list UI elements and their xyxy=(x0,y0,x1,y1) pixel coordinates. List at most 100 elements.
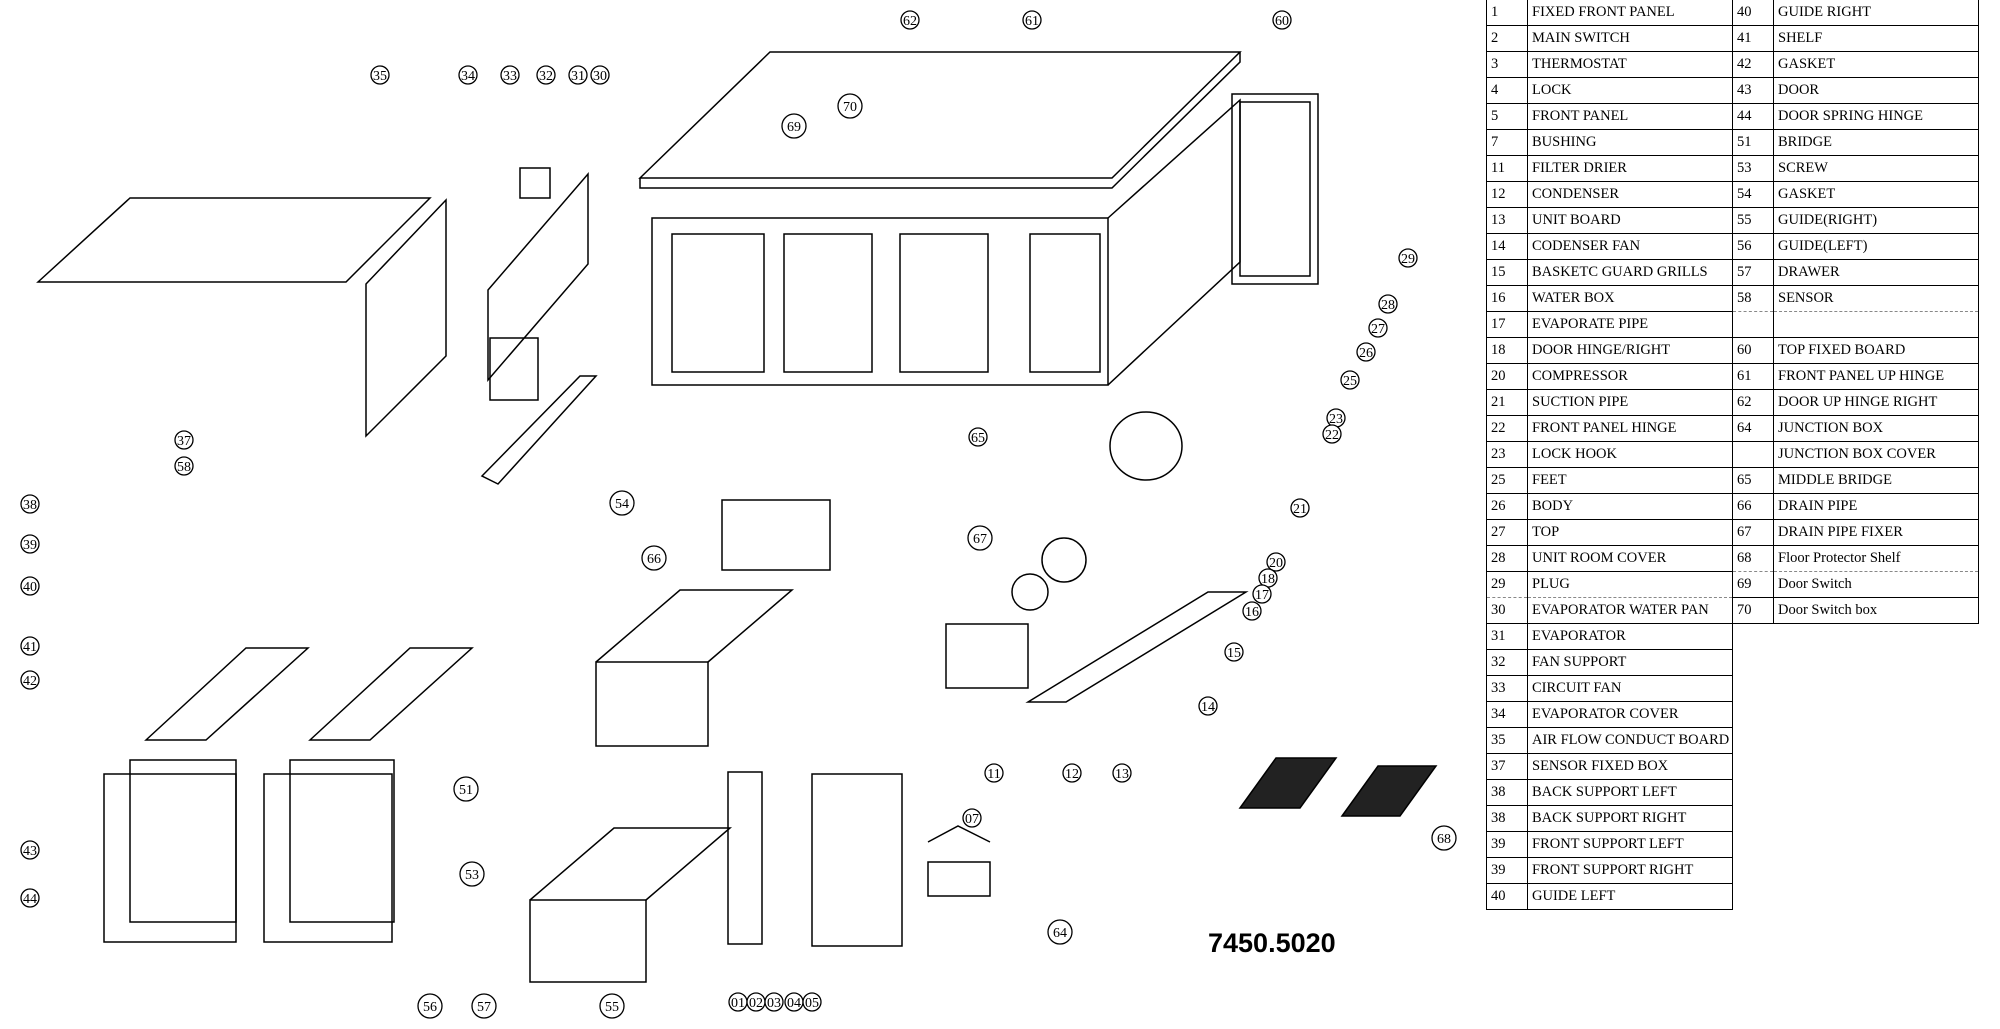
callout-60: 60 xyxy=(1272,10,1292,30)
part-number: 39 xyxy=(1486,857,1528,884)
part-name: TOP FIXED BOARD xyxy=(1773,337,1979,364)
part-name: FEET xyxy=(1527,467,1733,494)
callout-56: 56 xyxy=(417,993,443,1019)
door-left xyxy=(103,773,237,943)
part-number: 41 xyxy=(1732,25,1774,52)
svg-text:34: 34 xyxy=(461,69,475,84)
part-number: 18 xyxy=(1486,337,1528,364)
evaporator-cover xyxy=(365,198,447,438)
part-number: 51 xyxy=(1732,129,1774,156)
part-name: DOOR HINGE/RIGHT xyxy=(1527,337,1733,364)
part-name: EVAPORATE PIPE xyxy=(1527,311,1733,338)
callout-44: 44 xyxy=(20,888,40,908)
part-name: FRONT SUPPORT RIGHT xyxy=(1527,857,1733,884)
svg-text:60: 60 xyxy=(1275,14,1289,29)
svg-text:57: 57 xyxy=(477,1000,491,1015)
callout-42: 42 xyxy=(20,670,40,690)
part-name: UNIT BOARD xyxy=(1527,207,1733,234)
drawer-upper xyxy=(595,661,709,747)
floor-protector-1 xyxy=(1238,757,1338,809)
callout-12: 12 xyxy=(1062,763,1082,783)
svg-text:65: 65 xyxy=(971,431,985,446)
part-name: AIR FLOW CONDUCT BOARD xyxy=(1527,727,1733,754)
part-number: 62 xyxy=(1732,389,1774,416)
callout-25: 25 xyxy=(1340,370,1360,390)
part-name: Door Switch box xyxy=(1773,597,1979,624)
callout-30: 30 xyxy=(590,65,610,85)
callout-57: 57 xyxy=(471,993,497,1019)
gasket-frame xyxy=(721,499,831,571)
part-number: 21 xyxy=(1486,389,1528,416)
part-number: 11 xyxy=(1486,155,1528,182)
callout-53: 53 xyxy=(459,861,485,887)
svg-text:01: 01 xyxy=(731,996,745,1011)
part-name: CODENSER FAN xyxy=(1527,233,1733,260)
part-number: 29 xyxy=(1486,571,1528,598)
part-name: WATER BOX xyxy=(1527,285,1733,312)
callout-04: 04 xyxy=(784,992,804,1012)
evaporator xyxy=(487,171,589,383)
svg-text:66: 66 xyxy=(647,552,661,567)
svg-text:35: 35 xyxy=(373,69,387,84)
part-name: GUIDE LEFT xyxy=(1527,883,1733,910)
svg-text:29: 29 xyxy=(1401,252,1415,267)
part-number: 26 xyxy=(1486,493,1528,520)
callout-27: 27 xyxy=(1368,318,1388,338)
door-right xyxy=(263,773,393,943)
callout-26: 26 xyxy=(1356,342,1376,362)
svg-text:15: 15 xyxy=(1227,646,1241,661)
svg-text:55: 55 xyxy=(605,1000,619,1015)
callout-15: 15 xyxy=(1224,642,1244,662)
callout-55: 55 xyxy=(599,993,625,1019)
part-number: 35 xyxy=(1486,727,1528,754)
svg-text:13: 13 xyxy=(1115,767,1129,782)
part-number: 67 xyxy=(1732,519,1774,546)
part-number: 69 xyxy=(1732,571,1774,598)
callout-67: 67 xyxy=(967,525,993,551)
part-number: 68 xyxy=(1732,545,1774,572)
callout-37: 37 xyxy=(174,430,194,450)
part-name: SHELF xyxy=(1773,25,1979,52)
svg-text:40: 40 xyxy=(23,580,37,595)
part-name: DOOR xyxy=(1773,77,1979,104)
svg-text:69: 69 xyxy=(787,120,801,135)
callout-35: 35 xyxy=(370,65,390,85)
part-name: BODY xyxy=(1527,493,1733,520)
callout-01: 01 xyxy=(728,992,748,1012)
callout-62: 62 xyxy=(900,10,920,30)
callout-16: 16 xyxy=(1242,601,1262,621)
callout-07: 07 xyxy=(962,808,982,828)
part-number: 23 xyxy=(1486,441,1528,468)
svg-text:20: 20 xyxy=(1269,556,1283,571)
part-number: 40 xyxy=(1486,883,1528,910)
part-number: 15 xyxy=(1486,259,1528,286)
svg-text:07: 07 xyxy=(965,812,979,827)
part-name: Door Switch xyxy=(1773,571,1979,598)
svg-text:41: 41 xyxy=(23,640,37,655)
svg-text:37: 37 xyxy=(177,434,191,449)
callout-21: 21 xyxy=(1290,498,1310,518)
svg-text:51: 51 xyxy=(459,783,473,798)
air-flow-board xyxy=(36,197,432,283)
callout-11: 11 xyxy=(984,763,1004,783)
floor-protector-2 xyxy=(1340,765,1438,817)
callout-29: 29 xyxy=(1398,248,1418,268)
svg-text:70: 70 xyxy=(843,100,857,115)
front-panel xyxy=(811,773,903,947)
part-number: 43 xyxy=(1732,77,1774,104)
part-number: 40 xyxy=(1732,0,1774,26)
